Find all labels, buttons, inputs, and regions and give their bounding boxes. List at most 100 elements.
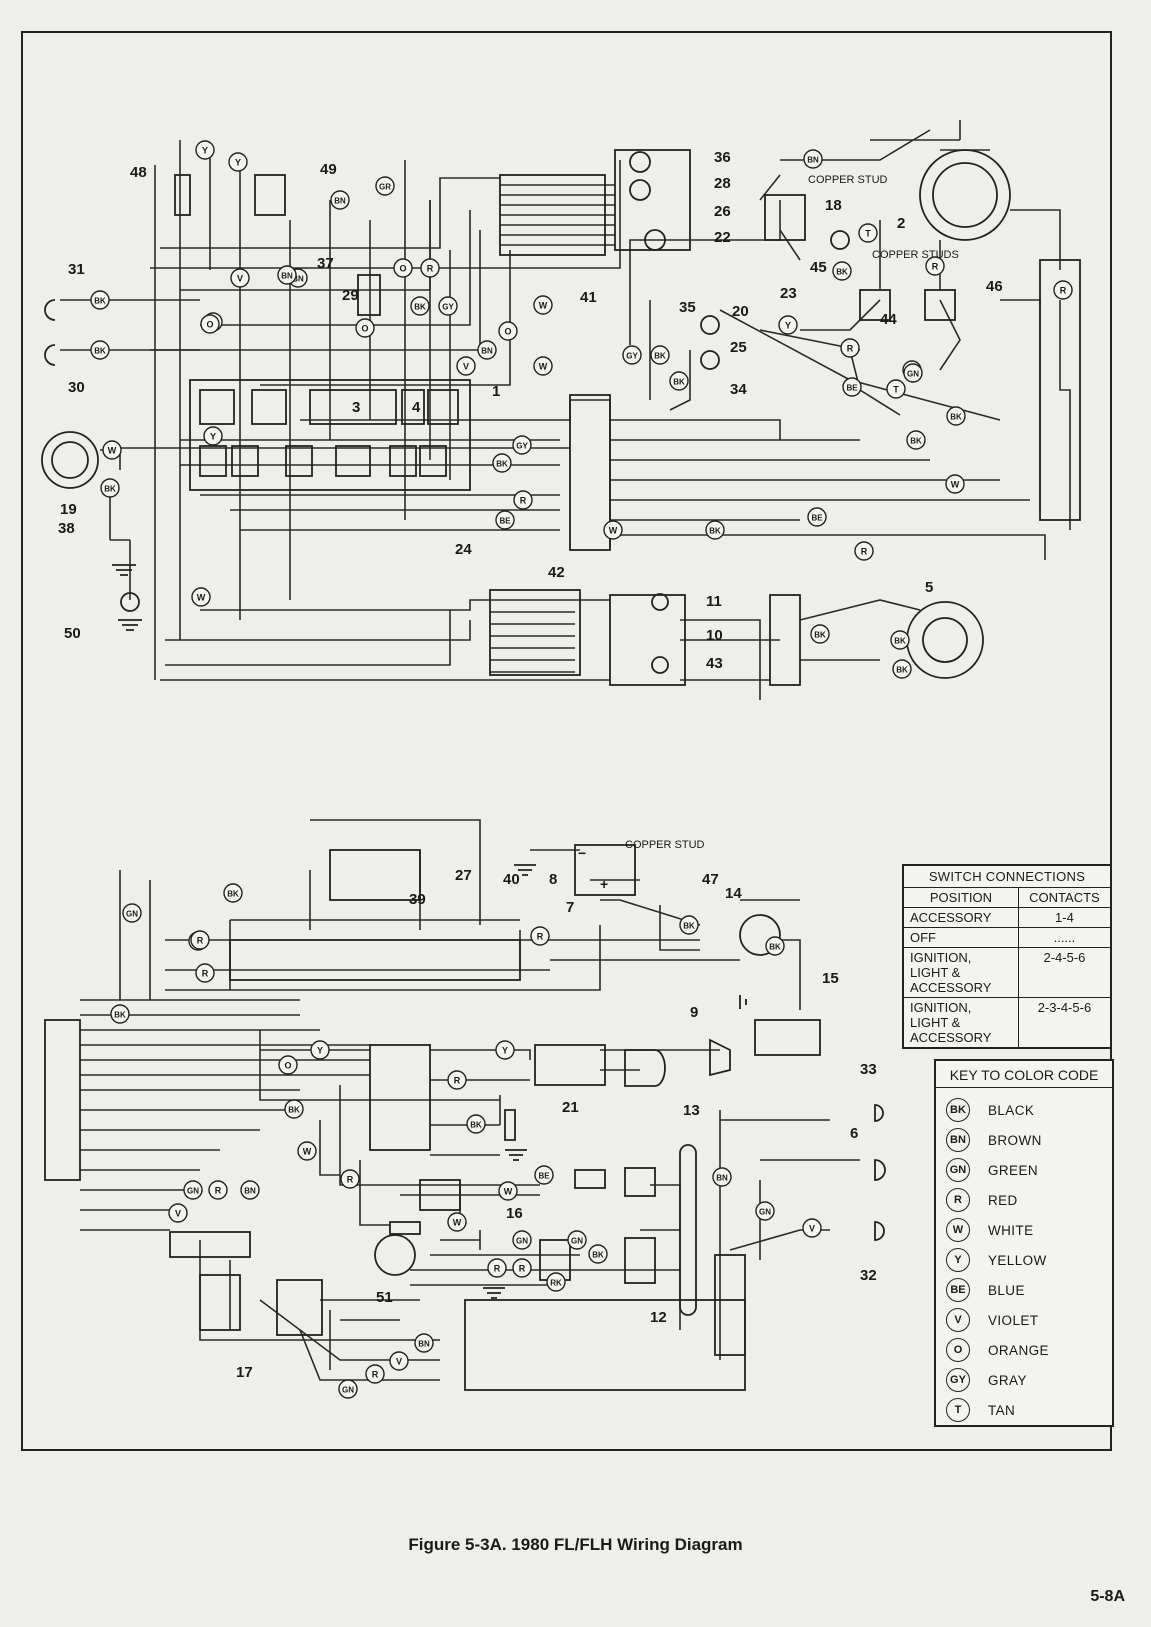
component-callout: 8 [549,871,557,888]
wire-color-tag: R [925,256,945,276]
color-code-badge: O [946,1338,970,1362]
wire-color-tag: W [945,474,965,494]
component-callout: 10 [706,627,723,644]
wire-color-tag: Y [195,140,215,160]
svg-text:BN: BN [481,347,493,356]
module-41 [499,174,606,256]
wire-color-tag: V [168,1203,188,1223]
color-name: YELLOW [988,1252,1047,1268]
svg-text:W: W [504,1187,513,1197]
wire-color-tag: BK [890,630,910,650]
color-code-badge: T [946,1398,970,1422]
component-callout: 2 [897,215,905,232]
svg-text:Y: Y [317,1046,323,1056]
wire-color-tag: W [533,356,553,376]
color-code-badge: BK [946,1098,970,1122]
component-callout: 24 [455,541,472,558]
wire-color-tag: BK [588,1244,608,1264]
component-callout: 46 [986,278,1003,295]
svg-text:BK: BK [227,890,239,899]
wire-color-tag: BK [832,261,852,281]
relay-45 [764,194,806,241]
wire-color-tag: Y [495,1040,515,1060]
color-name: ORANGE [988,1342,1049,1358]
wire-color-tag: BK [284,1099,304,1119]
color-name: RED [988,1192,1018,1208]
component-callout: 50 [64,625,81,642]
wire-color-tag: R [512,1258,532,1278]
component-callout: 1 [492,383,500,400]
component-callout: 45 [810,259,827,276]
svg-text:GN: GN [759,1208,771,1217]
wire-color-tag: GN [567,1230,587,1250]
wire-color-tag: R [1053,280,1073,300]
wire-color-tag: Y [203,426,223,446]
position-header: POSITION [902,887,1019,908]
component-callout: 23 [780,285,797,302]
svg-text:BE: BE [538,1172,550,1181]
contacts-cell: 2-3-4-5-6 [1017,997,1112,1049]
wire-color-tag: O [393,258,413,278]
table-row: IGNITION, LIGHT & ACCESSORY 2-4-5-6 [902,947,1112,998]
wire-color-tag: GN [122,903,142,923]
ignition-switch [919,149,1011,241]
color-name: BROWN [988,1132,1042,1148]
battery-minus: − [578,845,586,861]
component-callout: 43 [706,655,723,672]
wire-color-tag: BE [842,377,862,397]
solenoid-14 [739,914,781,956]
svg-text:V: V [809,1224,815,1234]
contacts-cell: ...... [1017,927,1112,948]
wire-color-tag: BK [110,1004,130,1024]
svg-text:BE: BE [499,517,511,526]
stud-46 [924,289,956,321]
color-code-badge: V [946,1308,970,1332]
wire-color-tag: BK [90,290,110,310]
wire-color-tag: W [447,1212,467,1232]
contacts-cell: 2-4-5-6 [1017,947,1112,998]
svg-text:R: R [537,932,544,942]
wire-color-tag: Y [228,152,248,172]
wire-color-tag: BK [765,936,785,956]
color-code-badge: W [946,1218,970,1242]
wire-color-tag: R [840,338,860,358]
wire-color-tag: BN [414,1333,434,1353]
wire-color-tag: BK [410,296,430,316]
component-callout: 27 [455,867,472,884]
wire-color-tag: R [487,1258,507,1278]
table-row: OFF ...... [902,927,1112,948]
wire-color-tag: W [498,1181,518,1201]
switch-connections-table: SWITCH CONNECTIONS POSITION CONTACTS ACC… [902,864,1112,1049]
component-callout: 17 [236,1364,253,1381]
wire-color-tag: BK [946,406,966,426]
svg-text:Y: Y [235,158,241,168]
svg-text:O: O [206,320,213,330]
svg-text:R: R [1060,286,1067,296]
color-code-badge: R [946,1188,970,1212]
svg-text:BN: BN [334,197,346,206]
wire-color-tag: GN [338,1379,358,1399]
page-number: 5-8A [1090,1588,1125,1605]
svg-text:T: T [893,385,899,395]
component-callout: 6 [850,1125,858,1142]
svg-text:O: O [504,327,511,337]
svg-text:W: W [303,1147,312,1157]
component-callout: 38 [58,520,75,537]
relay-27 [329,849,421,901]
component-callout: 32 [860,1267,877,1284]
svg-text:BN: BN [281,272,293,281]
svg-text:V: V [396,1357,402,1367]
figure-caption: Figure 5-3A. 1980 FL/FLH Wiring Diagram [408,1535,743,1554]
svg-text:BK: BK [94,297,106,306]
wire-color-tag: GY [622,345,642,365]
svg-text:O: O [284,1061,291,1071]
svg-text:R: R [427,264,434,274]
wire-color-tag: BE [495,510,515,530]
color-name: VIOLET [988,1312,1039,1328]
component-callout: 35 [679,299,696,316]
